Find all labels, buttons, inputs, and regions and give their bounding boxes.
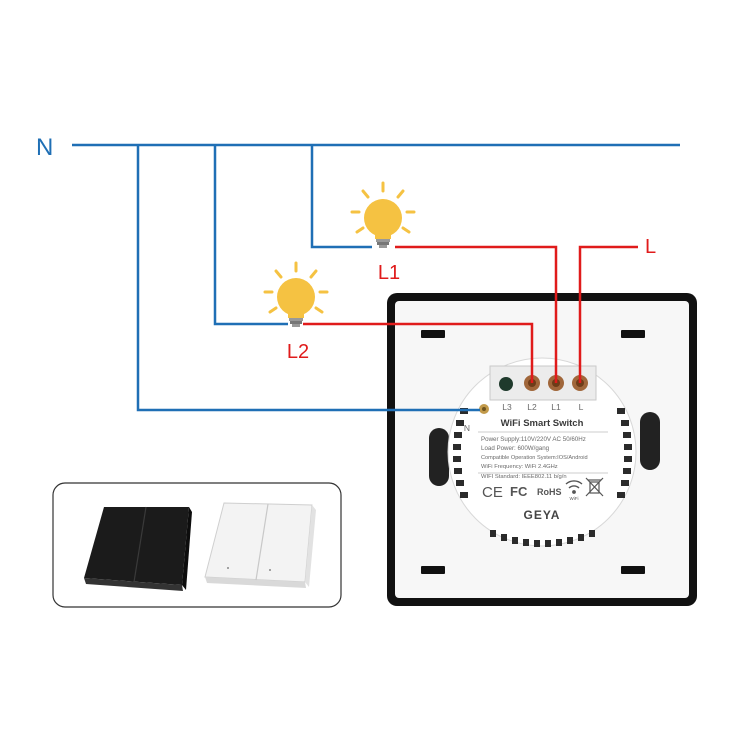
module-title: WiFi Smart Switch [501, 418, 584, 429]
product-photo-panel [52, 482, 342, 608]
terminal-label-l3: L3 [502, 402, 512, 412]
black-switch-photo [84, 506, 192, 591]
light-bulb-icon [263, 261, 329, 327]
spec-load-power: Load Power: 600W/gang [481, 445, 550, 452]
ce-mark: CE [482, 484, 503, 501]
white-switch-photo [204, 502, 316, 588]
brand-logo: GEYA [524, 508, 561, 522]
wifi-icon [565, 480, 583, 494]
terminal-label-n: N [464, 423, 470, 433]
lamp-l2-label: L2 [287, 341, 309, 363]
lamp-l1-label: L1 [378, 262, 400, 284]
terminal-label-l2: L2 [527, 402, 537, 412]
light-bulb-icon [350, 181, 416, 248]
wifi-icon-label: WiFi [570, 496, 579, 501]
neutral-label: N [36, 134, 53, 161]
terminal-label-l: L [579, 402, 584, 412]
terminal-label-l1: L1 [551, 402, 561, 412]
spec-power-supply: Power Supply:110V/220V AC 50/60Hz [481, 436, 586, 443]
spec-wifi-standard: WIFI Standard: IEEE802.11 b/g/n [481, 474, 567, 480]
live-wires [303, 245, 638, 383]
switch-module [447, 357, 637, 547]
spec-operation-system: Compatible Operation System:IOS/Android [481, 455, 588, 461]
rohs-mark: RoHS [537, 487, 562, 497]
spec-wifi-frequency: WiFi Frequency: WiFi 2.4GHz [481, 464, 558, 470]
live-label: L [645, 236, 656, 258]
weee-bin-icon [585, 477, 604, 497]
neutral-wires [72, 143, 680, 412]
fcc-mark: FC [510, 484, 528, 499]
